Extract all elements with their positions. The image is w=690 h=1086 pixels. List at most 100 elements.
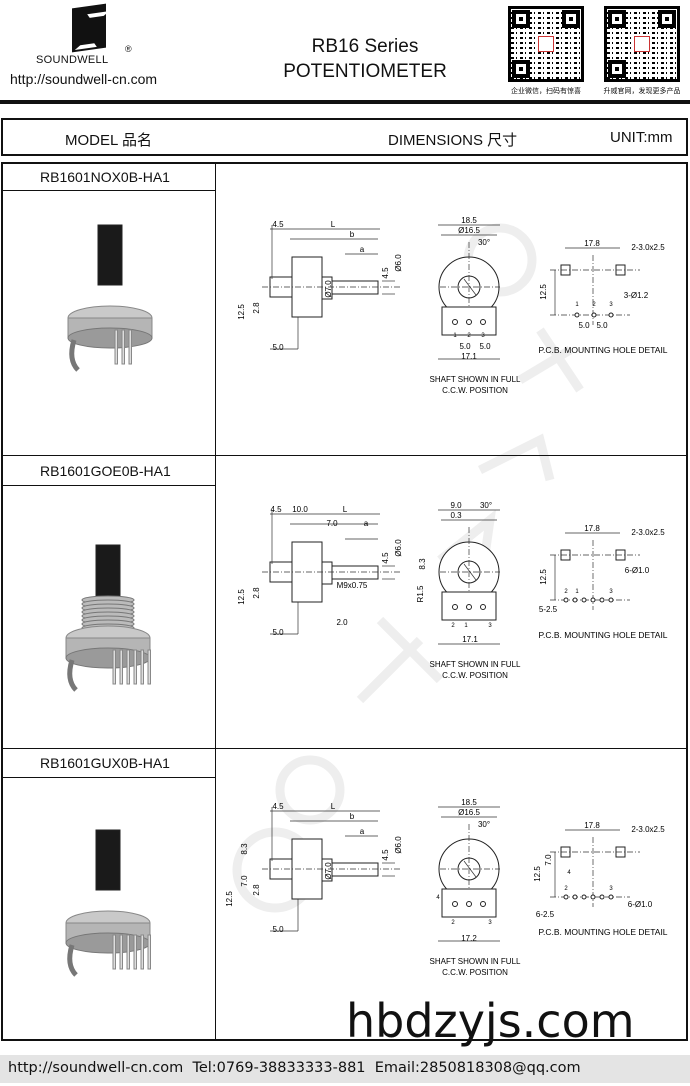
pcb-dimension: 17.8	[584, 524, 600, 533]
pcb-dimension: 7.0	[544, 854, 553, 866]
row-divider	[1, 190, 216, 191]
front-view-dimension: 3	[488, 920, 492, 926]
pcb-dimension: 3	[609, 589, 613, 595]
side-view-dimension: 8.3	[240, 843, 249, 855]
side-view-dimension: 10.0	[292, 505, 308, 514]
terminal-pin	[480, 604, 486, 610]
front-view-dimension: 3	[481, 333, 485, 339]
side-view-dimension: 4.5	[272, 220, 284, 229]
side-view-dimension: 2.8	[252, 587, 261, 599]
side-view-dimension: 5.0	[272, 925, 284, 934]
website-qr-code	[604, 6, 680, 82]
brand-name: SOUNDWELL	[36, 54, 109, 66]
header-rule	[0, 100, 690, 104]
pcb-dimension: 3	[609, 886, 613, 892]
pin-photo	[114, 329, 118, 365]
pcb-hole	[608, 894, 614, 900]
pcb-hole	[599, 894, 605, 900]
pcb-dimension: 6-Ø1.0	[628, 900, 653, 909]
side-view-dimension: 5.0	[272, 343, 284, 352]
side-view-dimension: 2.8	[252, 884, 261, 896]
pin-photo	[133, 649, 137, 685]
pcb-hole	[581, 894, 587, 900]
pin-photo	[121, 329, 125, 365]
shaft-outline	[331, 565, 379, 580]
front-view-dimension: 17.1	[462, 635, 478, 644]
dimensions-column-header: DIMENSIONS 尺寸	[388, 132, 518, 149]
pcb-detail-title: P.C.B. MOUNTING HOLE DETAIL	[538, 345, 667, 355]
shaft-outline	[331, 280, 379, 295]
front-view-dimension: 18.5	[461, 216, 477, 225]
pcb-dimension: 1	[575, 302, 579, 308]
pcb-hole	[591, 312, 597, 318]
pin-photo	[112, 934, 116, 970]
pin-photo	[147, 649, 151, 685]
pcb-dimension: 4	[567, 870, 571, 876]
overlay-domain-text: hbdzyjs.com	[346, 994, 635, 1048]
pcb-dimension: 2	[564, 886, 568, 892]
pcb-dimension: 6-Ø1.0	[625, 566, 650, 575]
shaft-photo	[95, 829, 121, 891]
pcb-dimension: 5-2.5	[539, 605, 558, 614]
terminal-pin	[452, 319, 458, 325]
row-divider	[1, 777, 216, 778]
shaft-note: SHAFT SHOWN IN FULL	[430, 375, 522, 384]
pin-photo	[140, 649, 144, 685]
side-view-dimension: b	[350, 230, 355, 239]
body-photo	[65, 932, 151, 954]
side-view-dimension: L	[331, 802, 336, 811]
front-view-dimension: 18.5	[461, 798, 477, 807]
front-view-dimension: 30°	[478, 238, 490, 247]
row-divider	[1, 485, 216, 486]
terminal-pin	[452, 901, 458, 907]
pcb-dimension: 1	[575, 589, 579, 595]
pcb-hole	[590, 597, 596, 603]
front-view-dimension: 3	[488, 623, 492, 629]
terminal-block	[441, 591, 497, 621]
side-view-dimension: 4.5	[270, 505, 282, 514]
shaft-photo	[95, 544, 121, 606]
side-view-dimension: 4.5	[381, 849, 390, 861]
series-title: RB16 Series	[311, 36, 419, 57]
front-view-dimension: 2	[467, 333, 471, 339]
front-view-dimension: 0.3	[450, 511, 462, 520]
pcb-dimension: 6-2.5	[536, 910, 555, 919]
side-view-dimension: b	[350, 812, 355, 821]
pcb-dimension: 2-3.0x2.5	[631, 528, 665, 537]
header-url[interactable]: http://soundwell-cn.com	[10, 71, 158, 87]
shaft-note: C.C.W. POSITION	[442, 386, 508, 395]
front-view-dimension: 5.0	[479, 342, 491, 351]
side-view-dimension: 2.0	[336, 618, 348, 627]
registered-mark: ®	[125, 44, 132, 54]
pcb-detail-title: P.C.B. MOUNTING HOLE DETAIL	[538, 927, 667, 937]
unit-label: UNIT:mm	[610, 129, 673, 146]
pin-photo	[112, 649, 116, 685]
pcb-hole	[608, 312, 614, 318]
product-table	[1, 162, 688, 1041]
pcb-dimension: 3-Ø1.2	[624, 291, 649, 300]
pin-photo	[133, 934, 137, 970]
mounting-lug-photo	[67, 944, 78, 977]
model-name: RB1601GOE0B-HA1	[40, 463, 171, 479]
front-view-dimension: 9.0	[450, 501, 462, 510]
side-view-dimension: 12.5	[237, 589, 246, 605]
pcb-dimension: 5.0	[578, 321, 590, 330]
pcb-dimension: 2-3.0x2.5	[631, 825, 665, 834]
shaft-note: C.C.W. POSITION	[442, 671, 508, 680]
side-view-dimension: L	[343, 505, 348, 514]
side-view-dimension: 12.5	[225, 891, 234, 907]
pcb-hole	[590, 894, 596, 900]
terminal-pin	[480, 319, 486, 325]
front-view-dimension: 2	[451, 623, 455, 629]
model-name: RB1601GUX0B-HA1	[40, 755, 170, 771]
pcb-hole	[599, 597, 605, 603]
side-view-dimension: 2.8	[252, 302, 261, 314]
side-view-dimension: 7.0	[240, 875, 249, 887]
shaft-note: SHAFT SHOWN IN FULL	[430, 660, 522, 669]
pcb-dimension: 2	[592, 302, 596, 308]
pcb-hole	[572, 597, 578, 603]
pcb-hole	[574, 312, 580, 318]
side-view-dimension: Ø6.0	[394, 539, 403, 557]
body-photo	[67, 327, 153, 349]
